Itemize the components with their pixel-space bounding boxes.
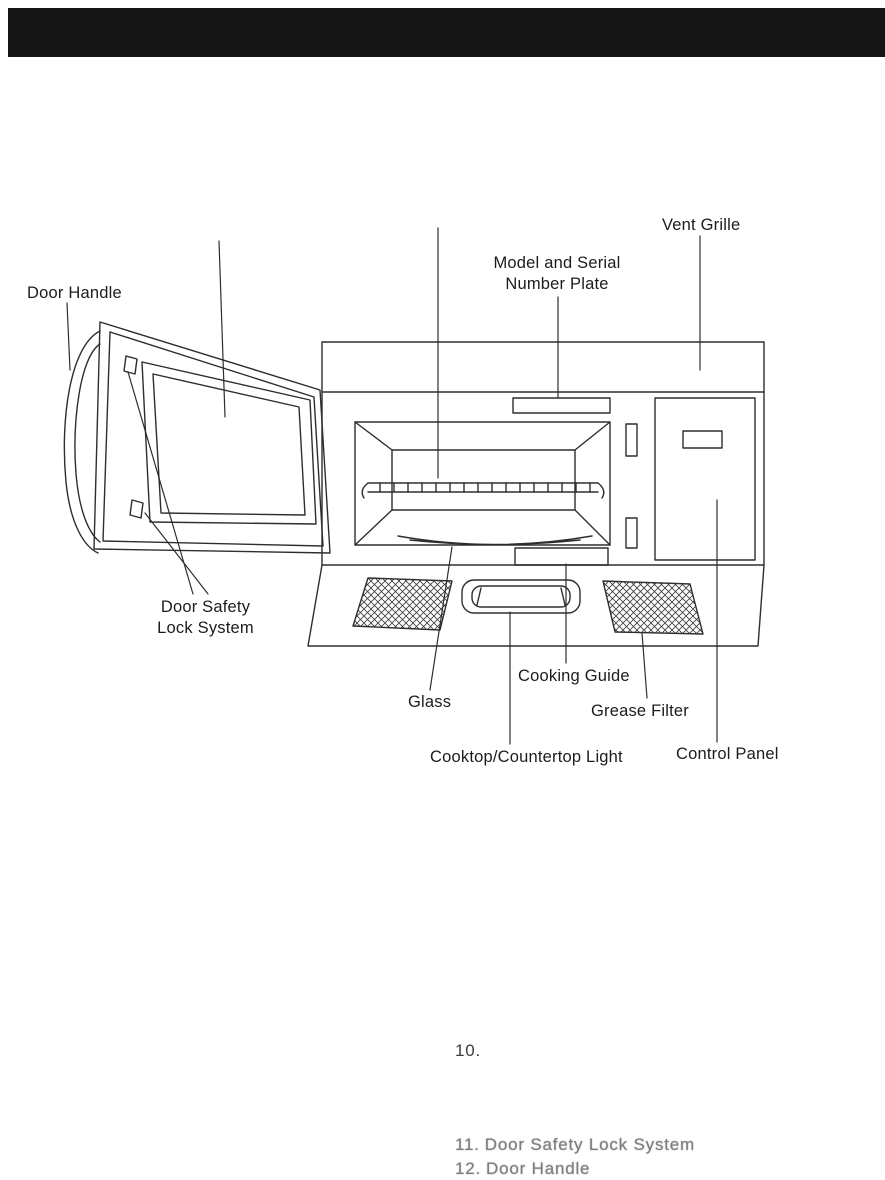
door-handle-shape xyxy=(63,330,101,554)
model-serial-plate xyxy=(512,397,611,414)
door-safety-leader-2 xyxy=(144,512,209,595)
label-cooking-guide: Cooking Guide xyxy=(518,667,630,685)
grease-filter-left xyxy=(352,577,453,631)
label-grease-filter: Grease Filter xyxy=(591,702,689,720)
page-header-bar xyxy=(8,8,885,57)
grease-filter-leader xyxy=(641,632,648,699)
microwave-body-outline xyxy=(321,341,765,566)
list-item-10: 10. xyxy=(455,1041,486,1061)
door-latch-bottom xyxy=(129,499,144,519)
underside xyxy=(307,547,765,647)
label-door-safety-line2: Lock System xyxy=(157,619,254,637)
list-item-label: Door Handle xyxy=(486,1159,591,1178)
list-item-11: 11.Door Safety Lock System xyxy=(455,1135,695,1155)
oven-rack xyxy=(361,482,605,499)
label-model-serial: Model and Serial Number Plate xyxy=(457,253,657,295)
label-control-panel: Control Panel xyxy=(676,745,779,763)
cooking-guide-plate xyxy=(514,547,609,566)
label-door-handle: Door Handle xyxy=(27,284,122,302)
label-door-safety-line1: Door Safety xyxy=(160,598,251,616)
display-window xyxy=(682,430,723,449)
list-item-number: 12. xyxy=(455,1159,482,1178)
door-window-inner xyxy=(152,373,306,516)
list-item-12: 12.Door Handle xyxy=(455,1159,590,1179)
latch-slot-top xyxy=(625,423,638,457)
door-window-outer xyxy=(141,361,317,525)
door-safety-leader-1 xyxy=(127,371,194,595)
label-cooktop-light: Cooktop/Countertop Light xyxy=(430,748,623,766)
latch-slot-bottom xyxy=(625,517,638,549)
glass-tray xyxy=(397,535,593,546)
cooktop-light-lens xyxy=(461,579,581,614)
leader-lines xyxy=(66,227,718,745)
glass-leader xyxy=(429,546,453,691)
list-item-number: 11. xyxy=(455,1135,480,1154)
label-door-safety-lock: Door Safety Lock System xyxy=(143,597,268,639)
door-leader-line xyxy=(218,240,226,418)
list-item-number: 10. xyxy=(455,1041,482,1060)
label-model-serial-line2: Number Plate xyxy=(505,275,609,293)
door xyxy=(63,321,331,554)
grease-filter-right xyxy=(602,580,704,635)
control-panel-outline xyxy=(654,397,756,561)
door-handle-leader xyxy=(66,302,71,371)
label-glass: Glass xyxy=(408,693,452,711)
oven-cavity xyxy=(354,421,611,546)
label-model-serial-line1: Model and Serial xyxy=(493,254,621,272)
list-item-label: Door Safety Lock System xyxy=(484,1135,695,1154)
label-vent-grille: Vent Grille xyxy=(662,216,741,234)
door-latch-top xyxy=(123,355,138,375)
